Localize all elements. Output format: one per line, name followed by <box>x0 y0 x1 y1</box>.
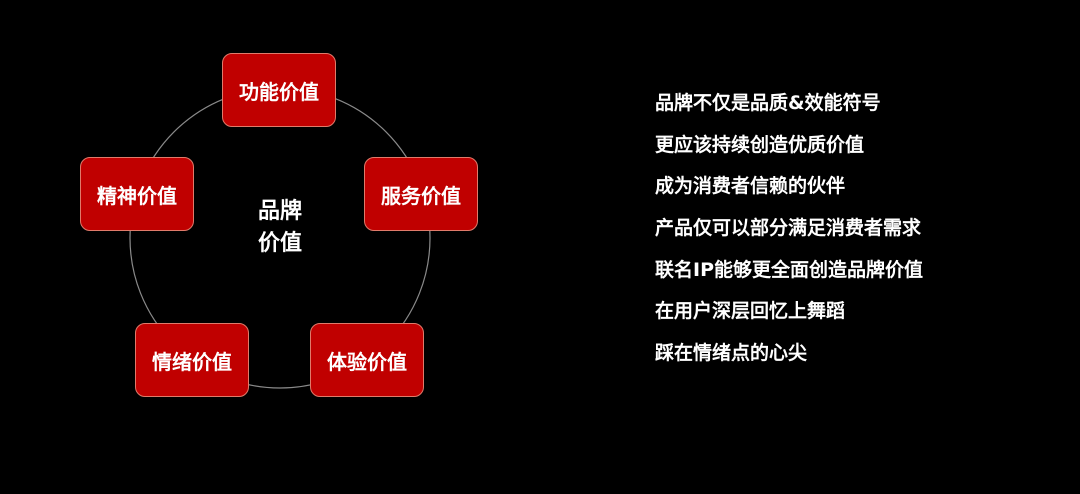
center-label: 品牌 价值 <box>230 196 330 260</box>
node-service-value: 服务价值 <box>364 157 478 231</box>
node-experience-value: 体验价值 <box>310 323 424 397</box>
center-label-line: 价值 <box>257 231 302 256</box>
text-line: 在用户深层回忆上舞蹈 <box>655 300 846 323</box>
center-label-line: 品牌 <box>257 199 302 224</box>
text-line: 品牌不仅是品质&效能符号 <box>655 92 881 114</box>
text-line: 更应该持续创造优质价值 <box>655 133 865 156</box>
description-text: 品牌不仅是品质&效能符号 更应该持续创造优质价值 成为消费者信赖的伙伴 产品仅可… <box>655 88 923 380</box>
node-spiritual-value: 精神价值 <box>80 157 194 231</box>
text-line: 成为消费者信赖的伙伴 <box>655 175 846 198</box>
text-line: 产品仅可以部分满足消费者需求 <box>655 217 922 240</box>
node-functional-value: 功能价值 <box>222 53 336 127</box>
node-emotional-value: 情绪价值 <box>135 323 249 397</box>
text-line: 踩在情绪点的心尖 <box>655 342 808 365</box>
text-line: 联名IP能够更全面创造品牌价值 <box>655 258 923 281</box>
